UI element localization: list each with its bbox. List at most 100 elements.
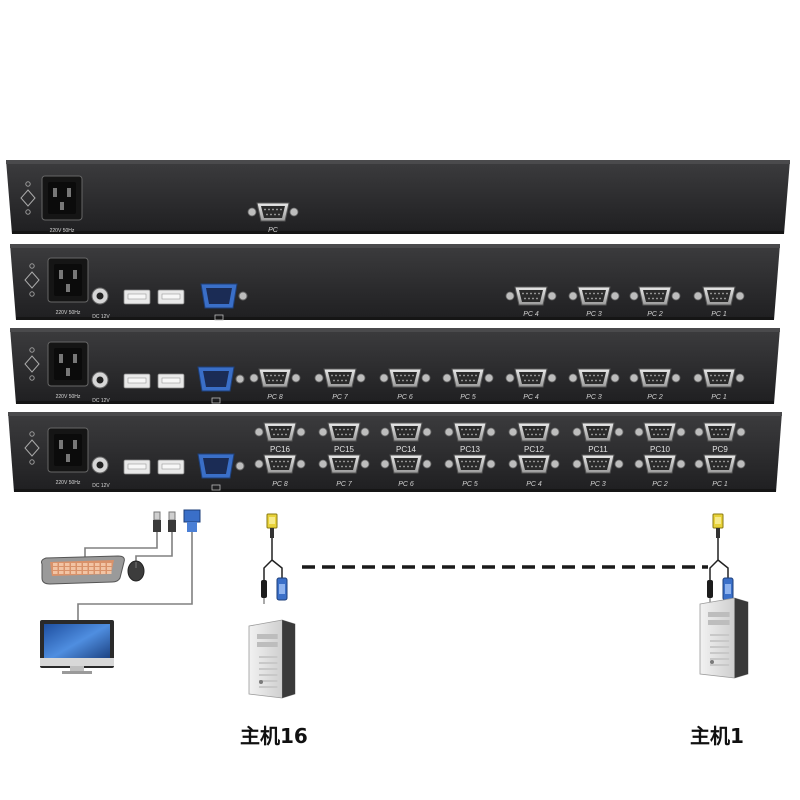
split-cable — [709, 538, 729, 580]
pin — [273, 433, 275, 436]
chassis-body — [10, 244, 780, 320]
pin — [667, 460, 669, 463]
pin — [718, 292, 720, 295]
dc-hole — [96, 376, 104, 384]
usb-plug-metal — [168, 511, 176, 521]
pin — [661, 433, 663, 436]
pin — [285, 465, 287, 468]
pin — [475, 433, 477, 436]
pin — [589, 460, 591, 463]
pin — [532, 379, 534, 382]
dc-rating-label: DC 12V — [92, 398, 110, 404]
pin — [522, 374, 524, 377]
drive-bay — [257, 634, 278, 639]
chassis-bottom-edge — [14, 489, 776, 492]
dc-jack: DC 12V — [91, 456, 110, 489]
db9-port — [254, 422, 306, 442]
pin — [285, 433, 287, 436]
vga-plug-face — [279, 584, 285, 594]
db9-port — [508, 422, 560, 442]
pin — [589, 374, 591, 377]
db9-port — [634, 422, 686, 442]
pin — [73, 270, 77, 279]
usb-tongue — [161, 377, 181, 384]
screw-icon — [360, 427, 370, 437]
host-16-label: 主机16 — [240, 724, 308, 748]
pin — [347, 460, 349, 463]
host-16-pc — [248, 619, 296, 699]
screw-icon — [629, 373, 639, 383]
port-label: PC 3 — [586, 311, 602, 318]
chassis-top-edge — [8, 412, 782, 416]
pin — [59, 270, 63, 279]
pin — [530, 292, 532, 295]
vga-port — [200, 283, 248, 321]
drive-bay — [708, 612, 730, 617]
pin — [718, 374, 720, 377]
pin — [715, 460, 717, 463]
usb-tongue — [127, 293, 147, 300]
pin — [528, 297, 530, 300]
screw-icon — [671, 373, 681, 383]
pin — [711, 428, 713, 431]
pin — [716, 297, 718, 300]
monitor-icon — [211, 484, 221, 491]
port-socket — [582, 372, 606, 384]
db9-port — [380, 454, 432, 474]
db9-port — [693, 286, 745, 306]
port-label: PC13 — [460, 445, 481, 454]
pin — [601, 460, 603, 463]
pin — [266, 213, 268, 216]
screw-icon — [318, 459, 328, 469]
db9-port — [629, 286, 681, 306]
pin — [717, 465, 719, 468]
pin — [349, 433, 351, 436]
pin — [663, 460, 665, 463]
pin — [657, 433, 659, 436]
pin — [412, 374, 414, 377]
port-label: PC12 — [524, 445, 545, 454]
key — [53, 571, 58, 574]
port-socket — [394, 458, 418, 470]
pin — [599, 465, 601, 468]
power-socket-icon: 220V 50Hz — [47, 427, 89, 486]
port-label: PC9 — [712, 445, 728, 454]
pin — [351, 460, 353, 463]
pin — [658, 292, 660, 295]
screw-icon — [735, 291, 745, 301]
pin — [66, 368, 70, 376]
key — [89, 563, 94, 566]
pin — [335, 428, 337, 431]
pin — [279, 428, 281, 431]
pin — [662, 292, 664, 295]
pin — [524, 297, 526, 300]
db9-port — [629, 368, 681, 388]
console-peripherals — [40, 509, 201, 674]
screw-icon — [249, 373, 259, 383]
screw-icon — [291, 373, 301, 383]
pin — [725, 433, 727, 436]
usb-plug-icon — [153, 511, 161, 532]
pin — [335, 374, 337, 377]
vent — [710, 652, 730, 654]
power-socket-icon: 220V 50Hz — [47, 341, 89, 400]
port-label: PC15 — [334, 445, 355, 454]
pin — [405, 428, 407, 431]
pin — [413, 460, 415, 463]
vga-plug-icon — [183, 509, 201, 532]
port-socket — [458, 458, 482, 470]
pin — [597, 374, 599, 377]
screw-icon — [676, 427, 686, 437]
screw-icon — [29, 347, 35, 353]
plug-boot — [716, 528, 720, 538]
monitor-neck — [70, 666, 84, 672]
dc-rating-label: DC 12V — [92, 483, 110, 489]
usb-plug-body — [168, 520, 176, 532]
pin — [343, 428, 345, 431]
pin — [469, 379, 471, 382]
port-label: PC16 — [270, 445, 291, 454]
db9-port — [634, 454, 686, 474]
pin — [400, 374, 402, 377]
pin — [73, 354, 77, 363]
